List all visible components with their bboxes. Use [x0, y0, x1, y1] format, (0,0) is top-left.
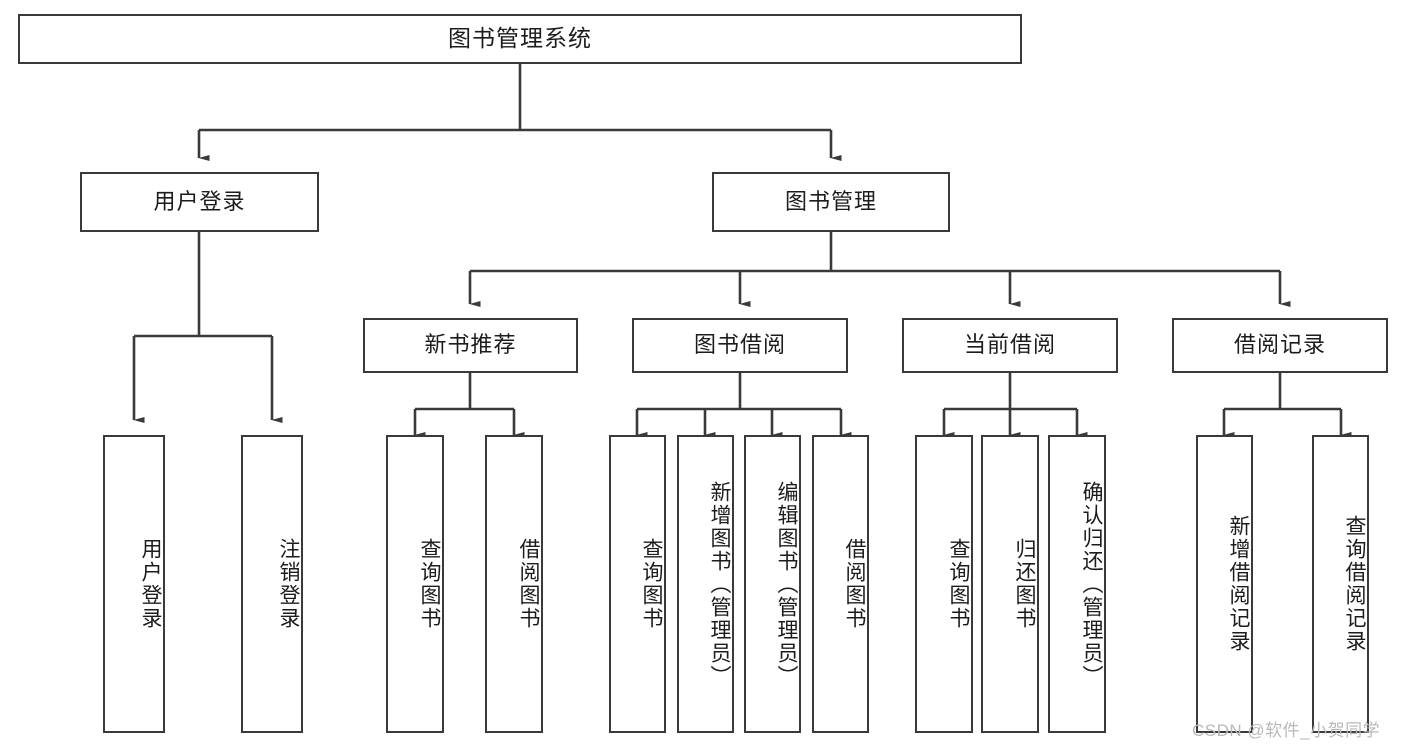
leaf-return-book[interactable]: 归还图书 — [981, 435, 1039, 733]
leaf-borrow-book-2[interactable]: 借阅图书 — [812, 435, 869, 733]
node-current-borrow-label: 当前借阅 — [963, 332, 1056, 358]
leaf-query-record-label: 查询借阅记录 — [1343, 515, 1366, 653]
node-new-book-rec[interactable]: 新书推荐 — [363, 318, 578, 373]
leaf-add-record-label: 新增借阅记录 — [1227, 515, 1250, 653]
leaf-edit-book[interactable]: 编辑图书（管理员） — [744, 435, 801, 733]
node-new-book-rec-label: 新书推荐 — [424, 332, 517, 358]
watermark: CSDN @软件_小贺同学 — [1192, 721, 1381, 740]
node-book-borrow-label: 图书借阅 — [693, 332, 786, 358]
leaf-user-login-label: 用户登录 — [139, 538, 162, 630]
leaf-user-logout-label: 注销登录 — [277, 538, 300, 630]
leaf-user-logout[interactable]: 注销登录 — [241, 435, 303, 733]
leaf-query-book-3-label: 查询图书 — [947, 538, 970, 630]
leaf-edit-book-label: 编辑图书（管理员） — [775, 480, 798, 688]
node-user-login[interactable]: 用户登录 — [80, 172, 319, 232]
leaf-query-book-3[interactable]: 查询图书 — [915, 435, 973, 733]
leaf-query-book-1[interactable]: 查询图书 — [386, 435, 444, 733]
leaf-confirm-return[interactable]: 确认归还（管理员） — [1048, 435, 1106, 733]
node-root[interactable]: 图书管理系统 — [18, 14, 1022, 64]
node-user-login-label: 用户登录 — [153, 188, 246, 214]
leaf-add-book-label: 新增图书（管理员） — [708, 480, 731, 688]
leaf-query-book-1-label: 查询图书 — [418, 538, 441, 630]
node-current-borrow[interactable]: 当前借阅 — [902, 318, 1118, 373]
leaf-borrow-book-2-label: 借阅图书 — [843, 538, 866, 630]
leaf-query-record[interactable]: 查询借阅记录 — [1312, 435, 1369, 733]
leaf-user-login[interactable]: 用户登录 — [103, 435, 165, 733]
leaf-query-book-2[interactable]: 查询图书 — [609, 435, 666, 733]
node-book-borrow[interactable]: 图书借阅 — [632, 318, 848, 373]
leaf-return-book-label: 归还图书 — [1013, 538, 1036, 630]
leaf-add-book[interactable]: 新增图书（管理员） — [677, 435, 734, 733]
leaf-borrow-book-1-label: 借阅图书 — [517, 538, 540, 630]
leaf-add-record[interactable]: 新增借阅记录 — [1196, 435, 1253, 733]
node-book-manage[interactable]: 图书管理 — [712, 172, 950, 232]
leaf-borrow-book-1[interactable]: 借阅图书 — [485, 435, 543, 733]
node-root-label: 图书管理系统 — [448, 25, 592, 52]
node-book-manage-label: 图书管理 — [784, 188, 877, 214]
leaf-query-book-2-label: 查询图书 — [640, 538, 663, 630]
leaf-confirm-return-label: 确认归还（管理员） — [1080, 480, 1103, 688]
node-borrow-record-label: 借阅记录 — [1233, 332, 1326, 358]
node-borrow-record[interactable]: 借阅记录 — [1172, 318, 1388, 373]
